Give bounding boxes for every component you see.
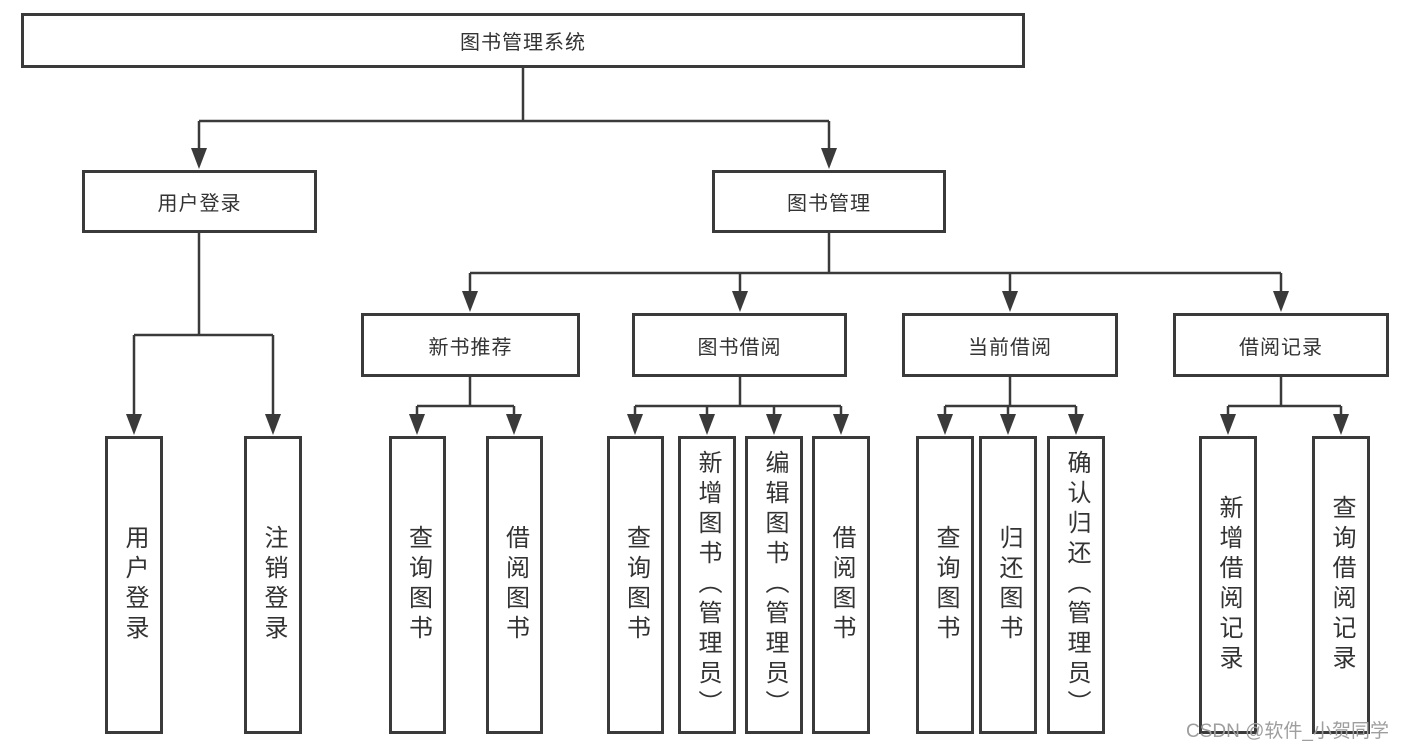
leaf-add-books-admin: 新增图书（管理员） (678, 436, 736, 734)
leaf-query-books-recommend: 查询图书 (389, 436, 446, 734)
arrowheads (126, 148, 1349, 435)
leaf-edit-books-admin: 编辑图书（管理员） (745, 436, 803, 734)
node-borrow-records: 借阅记录 (1173, 313, 1389, 377)
leaf-query-borrow-record: 查询借阅记录 (1312, 436, 1370, 734)
node-root-system: 图书管理系统 (21, 13, 1025, 68)
node-new-book-recommend: 新书推荐 (361, 313, 580, 377)
leaf-return-books: 归还图书 (979, 436, 1037, 734)
leaf-user-login: 用户登录 (105, 436, 163, 734)
node-current-borrow: 当前借阅 (902, 313, 1118, 377)
leaf-confirm-return-admin: 确认归还（管理员） (1047, 436, 1105, 734)
node-book-management: 图书管理 (712, 170, 946, 233)
leaf-query-books-current: 查询图书 (916, 436, 974, 734)
csdn-watermark: CSDN @软件_小贺同学 (1186, 721, 1389, 742)
leaf-logout: 注销登录 (244, 436, 302, 734)
node-book-borrow: 图书借阅 (632, 313, 847, 377)
leaf-add-borrow-record: 新增借阅记录 (1199, 436, 1257, 734)
node-user-login: 用户登录 (82, 170, 317, 233)
leaf-borrow-books: 借阅图书 (812, 436, 870, 734)
leaf-query-books-borrow: 查询图书 (607, 436, 664, 734)
leaf-borrow-books-recommend: 借阅图书 (486, 436, 543, 734)
